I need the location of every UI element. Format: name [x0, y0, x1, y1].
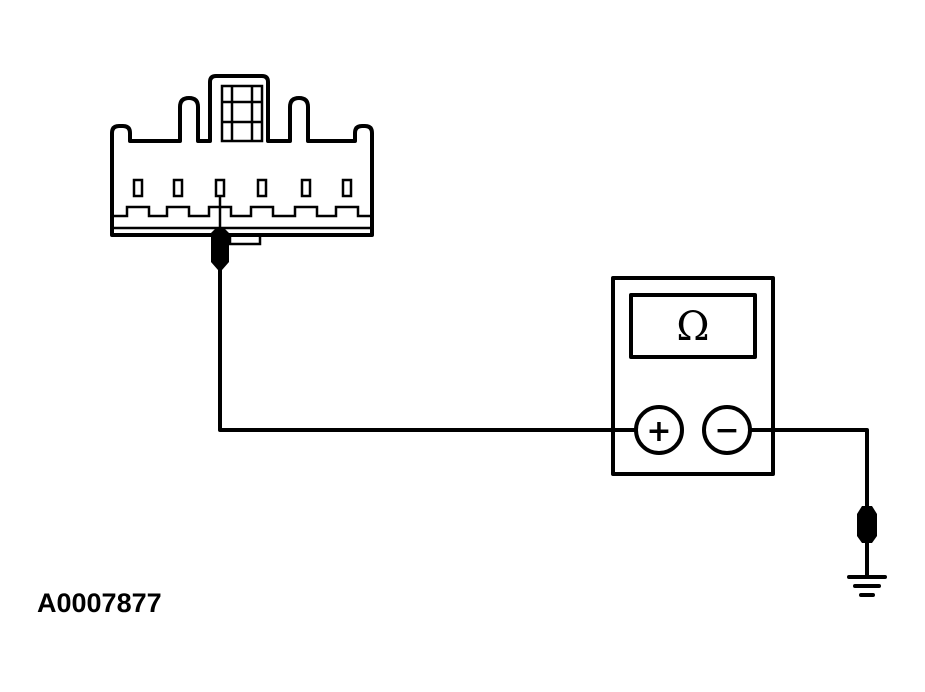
positive-terminal	[634, 405, 684, 455]
positive-terminal-label: +	[646, 414, 671, 449]
ground-icon	[847, 575, 887, 597]
connector-icon	[110, 74, 374, 246]
ohm-symbol: Ω	[676, 304, 709, 350]
probe-icon	[211, 196, 229, 270]
figure-id-label: A0007877	[37, 588, 162, 618]
ground-probe-icon	[857, 506, 877, 578]
negative-terminal-label: −	[714, 413, 739, 448]
wire-positive	[218, 266, 638, 432]
ohmmeter: Ω + −	[610, 276, 776, 476]
wire-negative	[748, 428, 869, 512]
